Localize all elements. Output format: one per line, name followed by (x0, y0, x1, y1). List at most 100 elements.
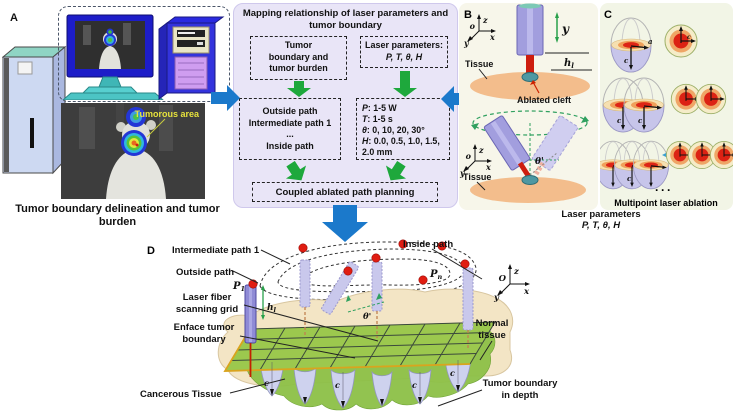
laser-scanning-grid (223, 321, 496, 372)
origin-label: o (470, 21, 476, 31)
depth-marks: c c c c (264, 360, 460, 408)
angle-reference-line (529, 152, 558, 176)
paths-box: Outside path Intermediate path 1 ... Ins… (239, 98, 341, 160)
ablation-zone-row3 (600, 140, 733, 190)
laser-parameters-box: Laser parameters: P, T, θ, H (360, 36, 448, 68)
theta-label: θ' (535, 157, 544, 167)
leader-line (232, 270, 259, 284)
panel-a-caption-line1: Tumor boundary delineation and tumor (15, 203, 220, 215)
y-axis-label: y (493, 293, 500, 303)
arrow-flowchart-to-d-icon (322, 205, 368, 242)
c-axis-label: c (638, 116, 643, 125)
values-box-line: θ: 0, 10, 20, 30° (362, 125, 425, 135)
ablated-cleft-blob (521, 72, 539, 82)
tumorous-area-label: Tumorous area (135, 109, 200, 119)
tumor-depth-label: in depth (502, 390, 539, 401)
tissue-label-top: Tissue (465, 59, 493, 69)
panel-d: c c c c θ' hl (140, 239, 558, 411)
laser-beam-ghost (533, 161, 546, 176)
ablation-zone-row2 (602, 77, 727, 133)
tumor-box-line: boundary and (268, 51, 329, 62)
x-axis-label: x (489, 32, 495, 42)
laser-fiber-vertical (516, 3, 544, 56)
workstation-dashed-box (58, 6, 230, 102)
x-axis-label: x (523, 287, 530, 297)
pn-point-label: Pn (429, 269, 443, 281)
z-axis-label: z (482, 15, 488, 25)
inside-path-label: Inside path (403, 239, 453, 250)
ablated-cleft-blob2 (521, 175, 539, 185)
paths-box-line: Outside path (262, 106, 318, 116)
down-left-arrow-icon (385, 160, 407, 181)
paths-box-line: Intermediate path 1 (248, 117, 332, 128)
theta-label: θ' (363, 312, 371, 322)
enface-boundary-label: Enface tumor (174, 322, 235, 333)
leader-line (431, 248, 483, 280)
flowchart-title-line2: tumor boundary (309, 19, 382, 31)
c-depth-label: c (412, 380, 417, 390)
laser-box-params: P, T, θ, H (385, 51, 423, 62)
flowchart-title-line1: Mapping relationship of laser parameters… (242, 8, 449, 19)
leader-line (260, 249, 291, 265)
y-motion-label: y (561, 22, 570, 36)
h-depth-label: hl (267, 303, 277, 314)
laser-beam-tilted (517, 161, 532, 179)
bc-caption: Laser parameters P, T, θ, H (536, 209, 666, 231)
values-box: P: 1-5 W T: 1-5 s θ: 0, 10, 20, 30° H: 0… (356, 98, 450, 160)
panel-a-caption-line2: burden (98, 216, 137, 228)
down-arrow-icon (287, 81, 311, 97)
z-axis-label: z (513, 267, 519, 277)
down-arrow-icon (393, 71, 417, 97)
laser-grid-label: scanning grid (176, 304, 238, 315)
panel-a-label: A (10, 12, 18, 24)
imaging-cabinet-illustration (2, 45, 67, 175)
ablated-cleft-label: Ablated cleft (517, 95, 571, 105)
c-axis-label: c (624, 56, 629, 65)
tilt-angle-marks: θ' (346, 293, 385, 322)
values-box-line: H: 0.0, 0.5, 1.0, 1.5, 2.0 mm (362, 136, 440, 157)
laser-beam (526, 55, 534, 76)
panel-c-label: C (604, 9, 612, 21)
tumor-box-line: Tumor (284, 40, 313, 50)
p1-point-label: P1 (232, 281, 245, 293)
normal-tissue-label: Normal (476, 318, 509, 329)
tumor-box-line: tumor burden (269, 63, 328, 73)
c-axis-label: c (617, 116, 622, 125)
y-axis-label: y (459, 168, 466, 178)
c-depth-label: c (264, 378, 269, 388)
values-box-line: T: 1-5 s (362, 114, 393, 124)
flowchart-panel: Mapping relationship of laser parameters… (233, 3, 458, 208)
coordinate-axes-icon: z x y o (463, 14, 496, 48)
y-axis-label: y (463, 38, 470, 48)
panel-c-caption: Multipoint laser ablation (614, 198, 718, 208)
height-measure: hl (261, 285, 277, 320)
c-depth-label: c (450, 368, 455, 378)
laser-fibers (244, 259, 474, 377)
arrow-b-to-flowchart-icon (441, 86, 470, 112)
leader-line (243, 304, 379, 342)
cancerous-tissue-label: Cancerous Tissue (140, 389, 222, 400)
laser-box-title: Laser parameters: (364, 40, 444, 50)
bc-caption-line2: P, T, θ, H (581, 220, 621, 231)
tissue-leader (478, 68, 488, 80)
outside-path-label: Outside path (176, 267, 234, 278)
tumor-depth-label: Tumor boundary (483, 378, 558, 389)
laser-fiber-ghost (462, 267, 474, 331)
paths-box-line: Inside path (266, 140, 314, 151)
leader-line (229, 378, 286, 394)
normal-tissue-label: tissue (478, 330, 505, 341)
tissue-label-bottom: Tissue (463, 172, 491, 182)
ellipsis-dots: ··· (655, 183, 673, 197)
x-axis-label: x (485, 162, 491, 172)
origin-label: o (466, 151, 472, 161)
coordinate-axes-icon: z x y o (459, 144, 492, 178)
bc-caption-line1: Laser parameters (561, 209, 641, 220)
tissue-leader2 (476, 181, 486, 191)
rotation-circle (472, 110, 588, 136)
mouse-bioluminescence-photo: Tumorous area (61, 103, 205, 199)
values-box-line: P: 1-5 W (362, 103, 397, 113)
paths-box-line: ... (286, 129, 294, 139)
enface-boundary-label: boundary (182, 334, 226, 345)
laser-fiber-ghost (299, 259, 311, 308)
tissue-ellipse-bottom (470, 177, 586, 203)
